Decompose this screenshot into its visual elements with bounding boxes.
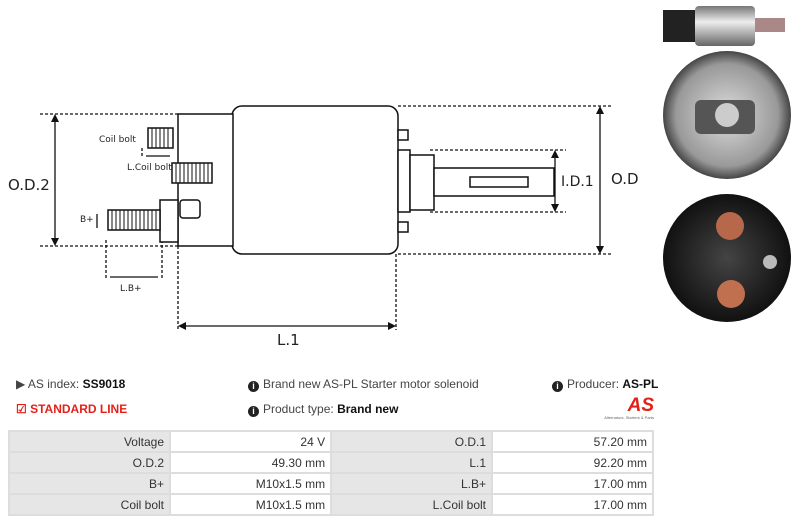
spec-value: 17.00 mm — [493, 474, 652, 493]
info-icon: i — [248, 406, 259, 417]
terminal-view-photo — [663, 194, 791, 322]
spec-label: O.D.2 — [10, 453, 170, 472]
od1-label: O.D.1 — [611, 170, 640, 188]
thread-marks — [111, 128, 209, 230]
side-view-photo — [663, 6, 785, 46]
dimension-arrows — [54, 110, 601, 327]
spec-label: L.1 — [332, 453, 492, 472]
dimension-guides — [40, 105, 612, 330]
spec-label: L.Coil bolt — [332, 495, 492, 514]
as-pl-logo: AS Alternators, Starters & Parts — [604, 395, 654, 420]
l1-label: L.1 — [277, 331, 300, 349]
product-photos — [663, 6, 791, 322]
info-icon: i — [248, 381, 259, 392]
spec-label: Voltage — [10, 432, 170, 451]
spec-label: Coil bolt — [10, 495, 170, 514]
l-b-plus-label: L.B+ — [120, 284, 142, 294]
spec-value: 57.20 mm — [493, 432, 652, 451]
coil-bolt-label: Coil bolt — [99, 135, 136, 145]
spec-label: L.B+ — [332, 474, 492, 493]
as-index-value: SS9018 — [82, 377, 126, 391]
b-plus-label: B+ — [80, 215, 94, 225]
spec-value: M10x1.5 mm — [171, 474, 331, 493]
tag-icon: ▶ — [16, 377, 26, 391]
standard-line-badge: ☑ STANDARD LINE — [16, 402, 128, 416]
spec-value: 49.30 mm — [171, 453, 331, 472]
as-index: ▶ AS index: SS9018 — [16, 377, 126, 391]
info-icon: i — [552, 381, 563, 392]
l-coil-bolt-label: L.Coil bolt — [127, 163, 172, 173]
solenoid-outline — [107, 105, 555, 255]
spec-value: M10x1.5 mm — [171, 495, 331, 514]
technical-drawing: O.D.2 O.D.1 I.D.1 L.1 Coil bolt L.Coil b… — [8, 105, 640, 349]
spec-label: B+ — [10, 474, 170, 493]
spec-value: 92.20 mm — [493, 453, 652, 472]
spec-value: 24 V — [171, 432, 331, 451]
spec-value: 17.00 mm — [493, 495, 652, 514]
od2-label: O.D.2 — [8, 176, 50, 194]
spec-label: O.D.1 — [332, 432, 492, 451]
checkbox-icon: ☑ — [16, 402, 27, 416]
id1-label: I.D.1 — [561, 174, 594, 190]
rear-view-photo — [663, 51, 791, 179]
